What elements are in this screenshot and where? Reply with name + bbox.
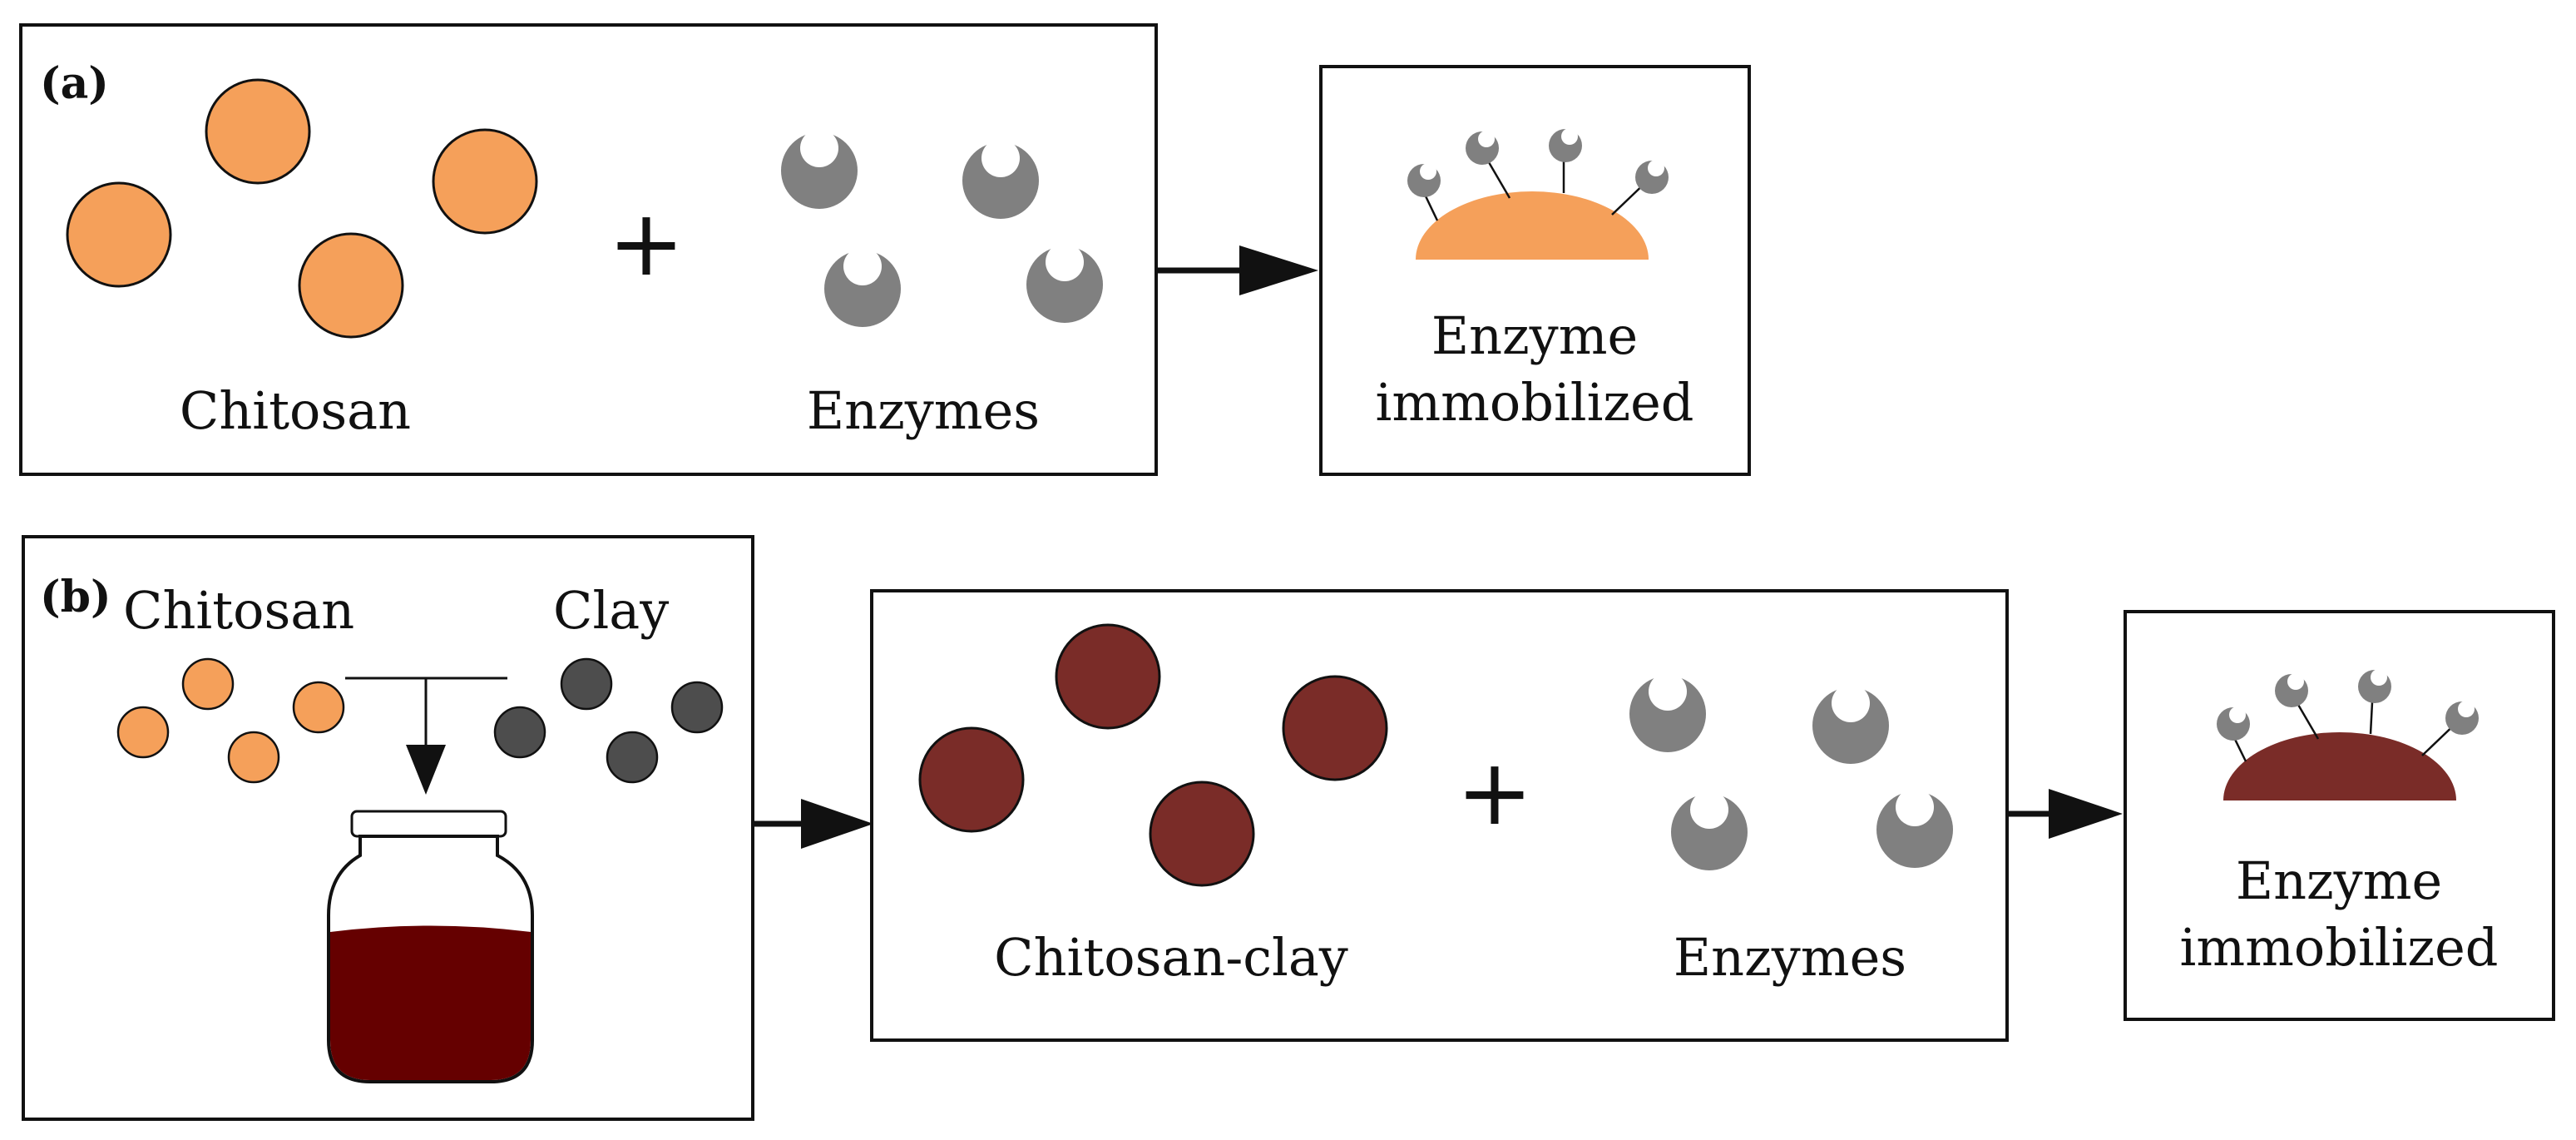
chitosan-particle [66, 181, 172, 288]
chitosan-label-b: Chitosan [123, 580, 354, 641]
result-a-label-line2: immobilized [1376, 372, 1694, 433]
enzymes-label-b: Enzymes [1674, 927, 1906, 988]
chitosan-clay-particle [1282, 675, 1388, 781]
panel-b: (b) Chitosan Clay [22, 535, 754, 1121]
enzyme-icon [1876, 791, 1953, 868]
clay-particle [670, 681, 724, 734]
enzyme-icon [962, 142, 1039, 219]
chitosan-clay-label: Chitosan-clay [994, 927, 1348, 988]
plus-sign: + [608, 190, 685, 296]
clay-particle [493, 706, 546, 759]
chitosan-particle [181, 657, 235, 711]
panel-b-box [22, 535, 754, 1121]
chitosan-particle [292, 681, 345, 734]
clay-particle [606, 731, 659, 784]
plus-sign: + [1456, 739, 1533, 845]
composite-panel: Chitosan-clay + Enzymes [870, 589, 2009, 1042]
chitosan-clay-particle [1055, 623, 1161, 730]
right-arrow-icon [754, 799, 873, 849]
chitosan-clay-particle [918, 726, 1025, 833]
clay-particles [493, 657, 724, 784]
jar-icon [327, 810, 534, 1083]
composite-box [870, 589, 2009, 1042]
enzyme-icon [824, 250, 901, 327]
immobilized-enzyme-icon [1407, 129, 1669, 260]
chitosan-particle [298, 232, 404, 339]
panel-a-tag: (a) [40, 58, 109, 109]
chitosan-particles [66, 78, 538, 339]
chitosan-label: Chitosan [180, 380, 411, 441]
result-b-box [2124, 610, 2555, 1021]
jar-liquid [330, 925, 531, 1080]
panel-b-tag: (b) [40, 572, 111, 622]
panel-a: (a) Chitosan + Enzymes [19, 23, 1158, 476]
chitosan-particle [432, 128, 538, 235]
immobilized-enzyme-icon [2217, 670, 2479, 800]
right-arrow-icon [1158, 245, 1318, 295]
enzymes-label: Enzymes [807, 380, 1040, 441]
clay-particle [560, 657, 613, 711]
result-b-label-line2: immobilized [2180, 917, 2499, 978]
result-b: Enzyme immobilized [2124, 610, 2555, 1021]
enzyme-icon [1629, 676, 1706, 752]
result-a-box [1319, 65, 1751, 476]
right-arrow-icon [2009, 789, 2123, 839]
panel-a-box [19, 23, 1158, 476]
chitosan-particle [205, 78, 311, 185]
chitosan-particle [227, 731, 280, 784]
enzymes-group-b [1629, 676, 1953, 870]
mixing-arrow-icon [345, 677, 507, 795]
chitosan-particles-small [116, 657, 345, 784]
result-b-label-line1: Enzyme [2236, 850, 2442, 911]
chitosan-particle [116, 706, 170, 759]
result-a: Enzyme immobilized [1319, 65, 1751, 476]
chitosan-clay-particles [918, 623, 1388, 887]
enzyme-icon [1026, 246, 1103, 323]
enzyme-icon [1812, 687, 1889, 764]
enzyme-icon [781, 132, 858, 209]
enzymes-group [781, 132, 1103, 327]
enzyme-icon [1671, 794, 1748, 870]
chitosan-clay-particle [1149, 781, 1255, 887]
result-a-label-line1: Enzyme [1431, 305, 1638, 366]
clay-label: Clay [553, 580, 669, 641]
